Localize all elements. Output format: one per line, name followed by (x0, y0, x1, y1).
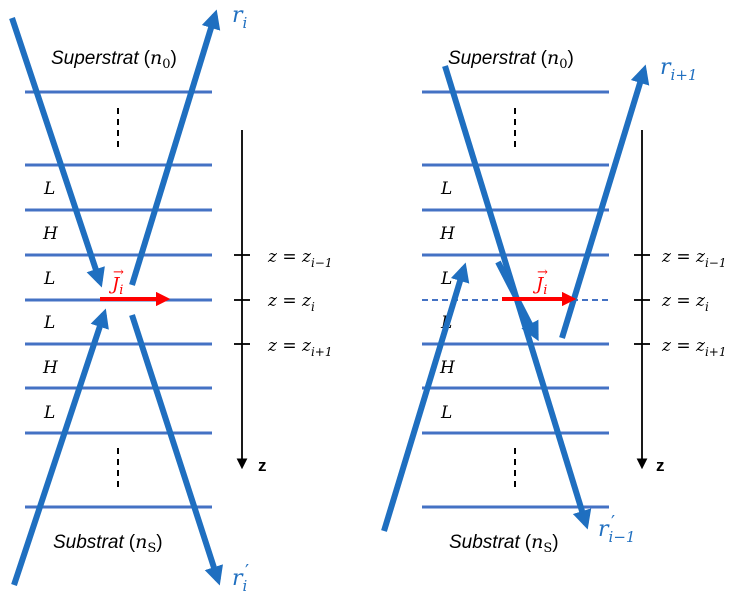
right-panel: Superstrat(n0) Substrat(nS) L H L L H L … (381, 47, 697, 556)
ray-label-bottom-prime: ′ (245, 561, 249, 582)
substrate-label: Substrat(nS) (53, 531, 163, 556)
layer-label: L (440, 403, 452, 423)
ray-label-bottom: ri (232, 566, 248, 595)
right-layer-boundaries (422, 90, 609, 509)
layer-label: L (440, 179, 452, 199)
layer-label: H (42, 224, 59, 244)
left-layer-labels: L H L L H L (42, 179, 59, 423)
incident-ray-up (381, 262, 470, 532)
z-axis-left: z = zi−1 z = zi z = zi+1 z (234, 130, 333, 475)
superstrate-label: Superstrat(n0) (51, 47, 177, 72)
left-panel: Superstrat(n0) Substrat(nS) L H L L H L … (9, 3, 249, 595)
z-tick-label: z = zi+1 (267, 336, 333, 359)
z-tick-label: z = zi−1 (267, 247, 333, 270)
z-axis-label: z (258, 456, 267, 475)
superstrate-label: Superstrat(n0) (448, 47, 574, 72)
layer-label: L (43, 179, 55, 199)
left-rays (9, 9, 223, 586)
layer-label: L (43, 269, 55, 289)
ray-label-bottom: ri−1 (598, 517, 635, 546)
layer-label: L (43, 403, 55, 423)
reflected-ray-up (129, 9, 221, 286)
current-vector-mark: → (537, 265, 548, 280)
z-tick-label: z = zi (267, 291, 315, 314)
current-label: Ji (532, 274, 547, 298)
incident-ray-down (9, 17, 105, 288)
z-axis-label: z (656, 456, 665, 475)
z-tick-label: z = zi+1 (661, 336, 727, 359)
incident-ray-up (11, 308, 109, 586)
ray-label-bottom-prime: ′ (611, 512, 615, 533)
ray-label-top: ri+1 (660, 55, 697, 84)
transmitted-ray-down (129, 314, 223, 586)
ray-label-top: ri (232, 3, 248, 32)
z-tick-label: z = zi (661, 291, 709, 314)
layer-label: L (43, 313, 55, 333)
reflected-ray-up (559, 64, 650, 339)
layer-label: L (440, 269, 452, 289)
layer-label: H (439, 224, 456, 244)
layer-label: H (439, 358, 456, 378)
current-vector-mark: → (113, 265, 124, 280)
z-tick-label: z = zi−1 (661, 247, 727, 270)
layer-label: H (42, 358, 59, 378)
z-axis-right: z = zi−1 z = zi z = zi+1 z (634, 130, 727, 475)
current-label: Ji (108, 274, 123, 298)
substrate-label: Substrat(nS) (449, 531, 559, 556)
